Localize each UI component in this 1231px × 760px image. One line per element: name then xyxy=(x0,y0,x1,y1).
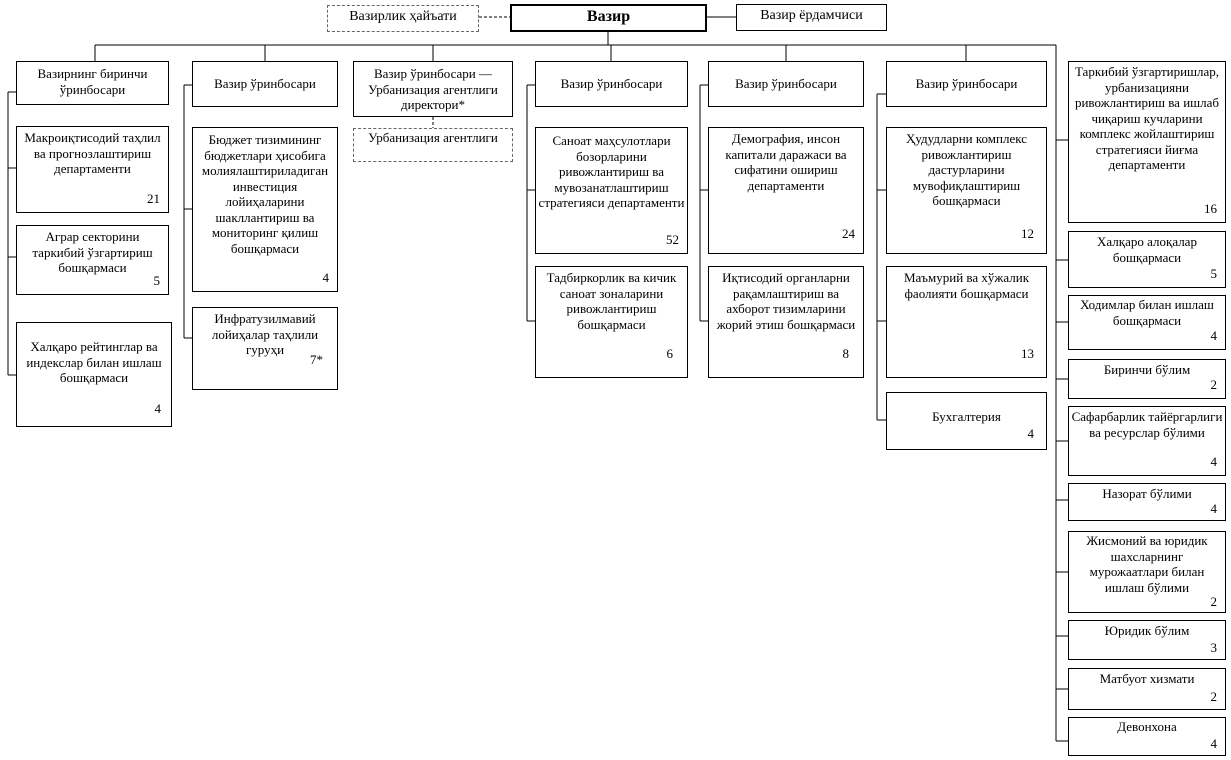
digital-dept-box: Иқтисодий органларни рақамлаштириш ва ах… xyxy=(708,266,864,378)
urban-agency-label: Урбанизация агентлиги xyxy=(368,130,498,145)
deputy4-box: Вазир ўринбосари xyxy=(535,61,688,107)
first-section-box: Биринчи бўлим 2 xyxy=(1068,359,1226,399)
digital-dept-label: Иқтисодий органларни рақамлаштириш ва ах… xyxy=(716,270,856,332)
ratings-dept-box: Халқаро рейтинглар ва индекслар билан иш… xyxy=(16,322,172,427)
urban-agency-box: Урбанизация агентлиги xyxy=(353,128,513,162)
first-deputy-label: Вазирнинг биринчи ўринбосари xyxy=(37,66,148,97)
regions-dept-box: Ҳудудларни комплекс ривожлантириш дастур… xyxy=(886,127,1047,254)
deputy5-box: Вазир ўринбосари xyxy=(708,61,864,107)
assistant-box: Вазир ёрдамчиси xyxy=(736,4,887,31)
hr-dept-count: 4 xyxy=(1210,328,1218,343)
budget-invest-dept-count: 4 xyxy=(322,270,330,285)
accounting-box: Бухгалтерия 4 xyxy=(886,392,1047,450)
macro-dept-box: Макроиқтисодий таҳлил ва прогнозлаштириш… xyxy=(16,126,169,213)
deputy2-label: Вазир ўринбосари xyxy=(214,76,316,91)
industry-dept-box: Саноат маҳсулотлари бозорларини ривожлан… xyxy=(535,127,688,254)
strategy-dept-label: Таркибий ўзгартиришлар, урбанизацияни ри… xyxy=(1074,64,1220,172)
deputy3-box: Вазир ўринбосари — Урбанизация агентлиги… xyxy=(353,61,513,117)
minister-box: Вазир xyxy=(510,4,707,32)
budget-invest-dept-box: Бюджет тизимининг бюджетлари ҳисобига мо… xyxy=(192,127,338,292)
ratings-dept-label: Халқаро рейтинглар ва индекслар билан иш… xyxy=(26,339,162,385)
admin-dept-count: 13 xyxy=(1021,346,1034,361)
strategy-dept-box: Таркибий ўзгартиришлар, урбанизацияни ри… xyxy=(1068,61,1226,223)
entrepreneurship-dept-label: Тадбиркорлик ва кичик саноат зоналарини … xyxy=(546,270,677,332)
hr-dept-label: Ходимлар билан ишлаш бошқармаси xyxy=(1080,297,1214,328)
minister-label: Вазир xyxy=(586,8,631,25)
first-section-count: 2 xyxy=(1210,377,1218,392)
infra-group-box: Инфратузилмавий лойиҳалар таҳлили гуруҳи… xyxy=(192,307,338,390)
deputy5-label: Вазир ўринбосари xyxy=(735,76,837,91)
agrar-dept-label: Аграр секторини таркибий ўзгартириш бошқ… xyxy=(32,229,153,275)
hr-dept-box: Ходимлар билан ишлаш бошқармаси 4 xyxy=(1068,295,1226,350)
deputy3-label: Вазир ўринбосари — Урбанизация агентлиги… xyxy=(368,66,498,112)
budget-invest-dept-label: Бюджет тизимининг бюджетлари ҳисобига мо… xyxy=(201,132,329,256)
infra-group-label: Инфратузилмавий лойиҳалар таҳлили гуруҳи xyxy=(211,311,319,357)
council-box: Вазирлик ҳайъати xyxy=(327,5,479,32)
chancellery-label: Девонхона xyxy=(1117,719,1177,734)
strategy-dept-count: 16 xyxy=(1204,201,1217,216)
appeals-section-box: Жисмоний ва юридик шахсларнинг мурожаатл… xyxy=(1068,531,1226,613)
regions-dept-label: Ҳудудларни комплекс ривожлантириш дастур… xyxy=(905,131,1027,208)
mobilization-label: Сафарбарлик тайёргарлиги ва ресурслар бў… xyxy=(1071,409,1223,440)
deputy2-box: Вазир ўринбосари xyxy=(192,61,338,107)
assistant-label: Вазир ёрдамчиси xyxy=(760,8,863,23)
intl-relations-count: 5 xyxy=(1210,266,1218,281)
chancellery-count: 4 xyxy=(1210,736,1218,751)
admin-dept-box: Маъмурий ва хўжалик фаолияти бошқармаси … xyxy=(886,266,1047,378)
demography-dept-count: 24 xyxy=(842,226,855,241)
accounting-label: Бухгалтерия xyxy=(932,409,1001,424)
first-deputy-box: Вазирнинг биринчи ўринбосари xyxy=(16,61,169,105)
appeals-section-label: Жисмоний ва юридик шахсларнинг мурожаатл… xyxy=(1086,533,1208,595)
demography-dept-label: Демография, инсон капитали даражаси ва с… xyxy=(725,131,847,193)
legal-section-box: Юридик бўлим 3 xyxy=(1068,620,1226,660)
mobilization-count: 4 xyxy=(1210,454,1218,469)
entrepreneurship-dept-count: 6 xyxy=(666,346,674,361)
appeals-section-count: 2 xyxy=(1210,594,1218,609)
deputy6-label: Вазир ўринбосари xyxy=(915,76,1018,91)
legal-section-count: 3 xyxy=(1210,640,1218,655)
deputy4-label: Вазир ўринбосари xyxy=(560,76,663,91)
regions-dept-count: 12 xyxy=(1021,226,1034,241)
deputy6-box: Вазир ўринбосари xyxy=(886,61,1047,107)
digital-dept-count: 8 xyxy=(842,346,850,361)
accounting-count: 4 xyxy=(1027,426,1035,441)
chancellery-box: Девонхона 4 xyxy=(1068,717,1226,756)
macro-dept-count: 21 xyxy=(147,191,160,206)
agrar-dept-box: Аграр секторини таркибий ўзгартириш бошқ… xyxy=(16,225,169,295)
ratings-dept-count: 4 xyxy=(154,401,162,416)
press-service-label: Матбуот хизмати xyxy=(1099,671,1195,686)
press-service-count: 2 xyxy=(1210,689,1218,704)
industry-dept-label: Саноат маҳсулотлари бозорларини ривожлан… xyxy=(538,133,685,210)
legal-section-label: Юридик бўлим xyxy=(1104,623,1190,638)
press-service-box: Матбуот хизмати 2 xyxy=(1068,668,1226,710)
agrar-dept-count: 5 xyxy=(153,273,161,288)
first-section-label: Биринчи бўлим xyxy=(1103,362,1191,377)
admin-dept-label: Маъмурий ва хўжалик фаолияти бошқармаси xyxy=(903,270,1030,301)
council-label: Вазирлик ҳайъати xyxy=(349,9,457,24)
control-section-box: Назорат бўлими 4 xyxy=(1068,483,1226,521)
intl-relations-box: Халқаро алоқалар бошқармаси 5 xyxy=(1068,231,1226,288)
macro-dept-label: Макроиқтисодий таҳлил ва прогнозлаштириш… xyxy=(24,130,161,176)
demography-dept-box: Демография, инсон капитали даражаси ва с… xyxy=(708,127,864,254)
control-section-count: 4 xyxy=(1210,501,1218,516)
industry-dept-count: 52 xyxy=(666,232,679,247)
control-section-label: Назорат бўлими xyxy=(1102,486,1192,501)
infra-group-count: 7* xyxy=(310,352,323,367)
intl-relations-label: Халқаро алоқалар бошқармаси xyxy=(1097,234,1197,265)
mobilization-box: Сафарбарлик тайёргарлиги ва ресурслар бў… xyxy=(1068,406,1226,476)
entrepreneurship-dept-box: Тадбиркорлик ва кичик саноат зоналарини … xyxy=(535,266,688,378)
